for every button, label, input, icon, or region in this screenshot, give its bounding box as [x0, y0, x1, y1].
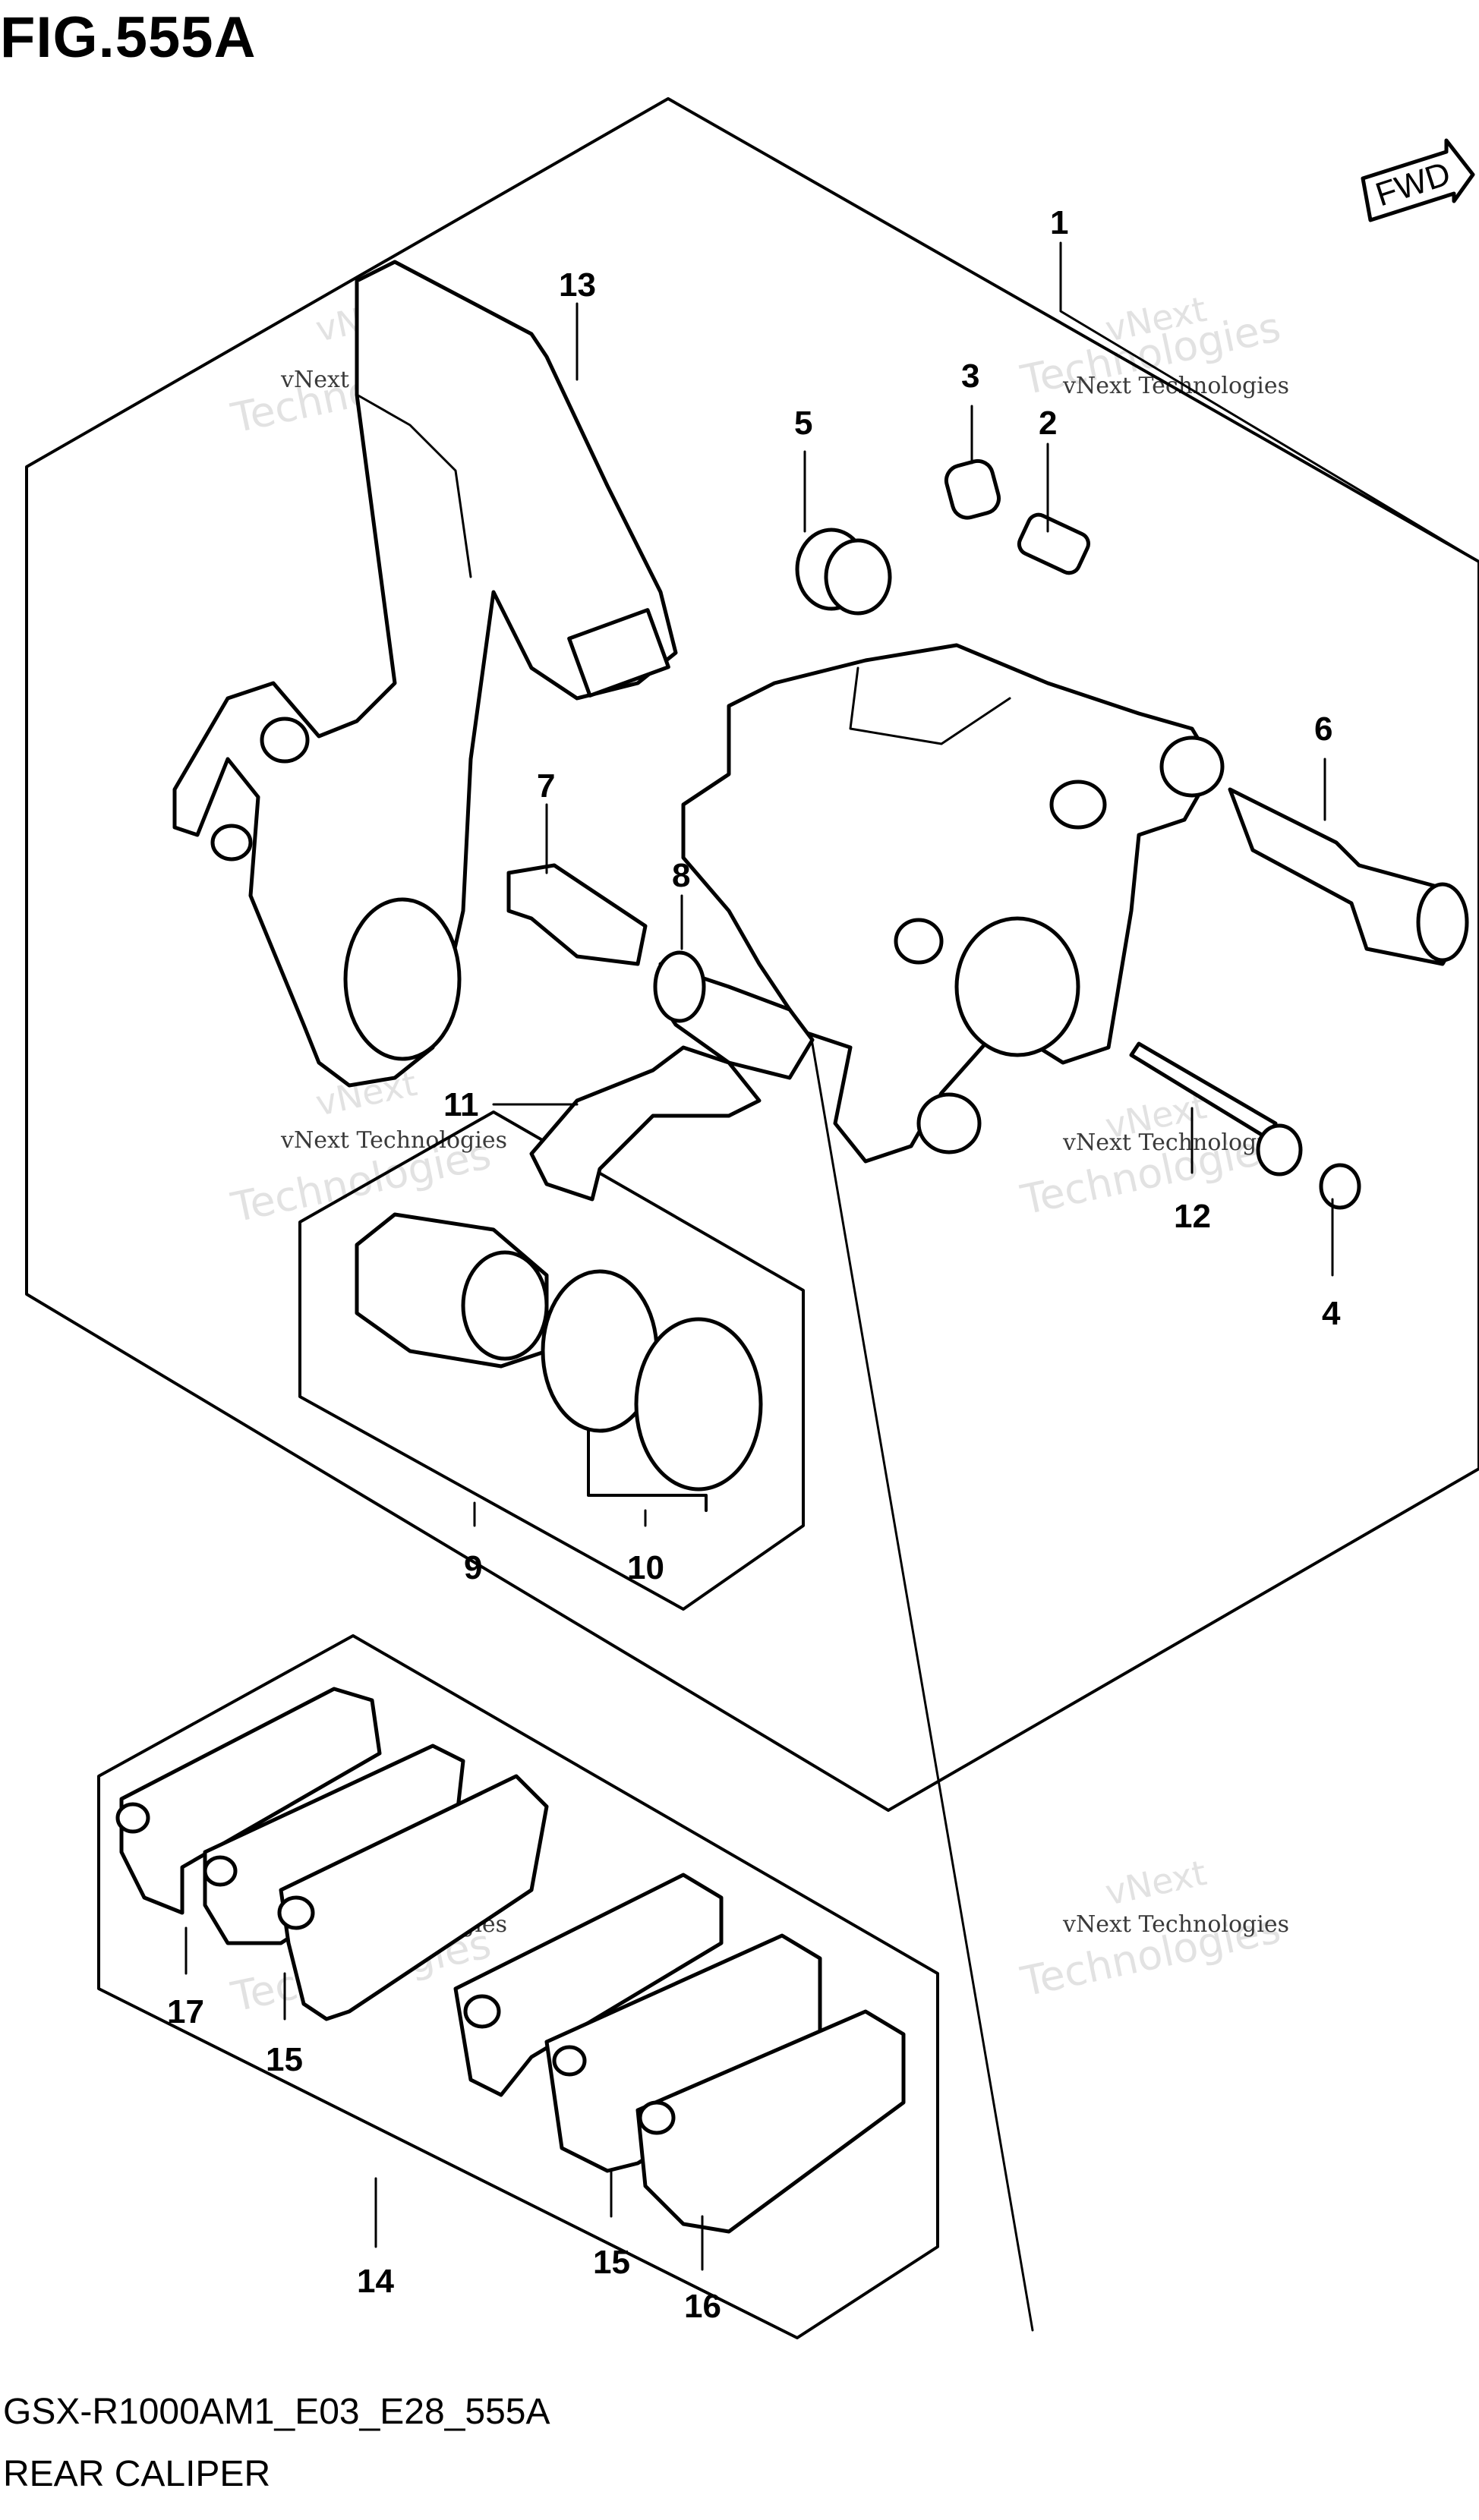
- caliper-assembly-outline: [25, 97, 1479, 1812]
- model-code-label: GSX-R1000AM1_E03_E28_555A: [3, 2392, 550, 2432]
- bleeder-valve-2: [1017, 512, 1090, 575]
- piston-9: [355, 1212, 549, 1369]
- callout-10: 10: [627, 1549, 664, 1586]
- pad-pin-12: [1129, 1041, 1303, 1177]
- callout-11: 11: [443, 1086, 479, 1123]
- piston-kit-outline: [298, 1110, 805, 1611]
- figure-title: FIG.555A: [0, 5, 257, 70]
- watermark-brand-text: vNext Technologies: [280, 1127, 507, 1154]
- callout-14: 14: [357, 2263, 394, 2300]
- pad-set-outline: [97, 1634, 939, 2339]
- callout-leaders: [184, 241, 1479, 2271]
- callout-3: 3: [961, 358, 979, 395]
- caliper-pin-6: [1228, 787, 1469, 966]
- pad-leader-line: [788, 909, 1034, 2332]
- watermark-6: Technologies vNext vNext Technologies: [1017, 1852, 1289, 2006]
- bolt-7: [506, 863, 648, 966]
- assembly-name-label: REAR CALIPER: [3, 2454, 271, 2494]
- piston-seal-b: [634, 1317, 763, 1492]
- callout-15-right: 15: [593, 2244, 630, 2281]
- cap-3: [944, 458, 1001, 520]
- callout-17: 17: [167, 1993, 204, 2030]
- callout-16: 16: [684, 2288, 721, 2325]
- callout-5: 5: [794, 405, 812, 442]
- watermark-brand-text: vNext Technologies: [1062, 373, 1289, 399]
- callout-4: 4: [1322, 1295, 1341, 1332]
- caliper-pin-8: [653, 950, 815, 1080]
- watermark-2: Technologies vNext vNext Technologies: [1017, 288, 1289, 405]
- shim-16: [635, 2009, 906, 2234]
- callout-13: 13: [559, 266, 596, 304]
- callout-8: 8: [672, 857, 690, 894]
- callout-12: 12: [1174, 1198, 1211, 1235]
- callout-1: 1: [1050, 204, 1068, 241]
- callout-6: 6: [1314, 710, 1332, 748]
- callout-15-left: 15: [266, 2041, 303, 2078]
- watermark-small-text: vNext: [1102, 1852, 1210, 1914]
- callout-7: 7: [537, 767, 555, 805]
- callout-9: 9: [464, 1549, 482, 1586]
- seal-kit-outline: [587, 1425, 708, 1512]
- watermark-brand-text: vNext Technologies: [1062, 1129, 1289, 1156]
- boot-cap-5: [795, 528, 892, 616]
- pad-left: [279, 1774, 549, 2021]
- brake-pads: [115, 1687, 906, 2234]
- pad-pin-plug-4: [1319, 1163, 1361, 1210]
- callout-numbers: 1 2 3 4 5 6 7 8 9 10 11 12 13 14 15 15 1…: [167, 204, 1341, 2325]
- caliper-bracket: [172, 260, 678, 1088]
- fwd-arrow: FWD: [1361, 138, 1475, 222]
- watermark-brand-text: vNext Technologies: [1062, 1911, 1289, 1938]
- callout-2: 2: [1039, 405, 1057, 442]
- pad-right: [453, 1873, 724, 2097]
- pad-spring-11: [529, 1045, 762, 1202]
- caliper-body: [681, 643, 1225, 1164]
- shim-17: [119, 1687, 382, 1915]
